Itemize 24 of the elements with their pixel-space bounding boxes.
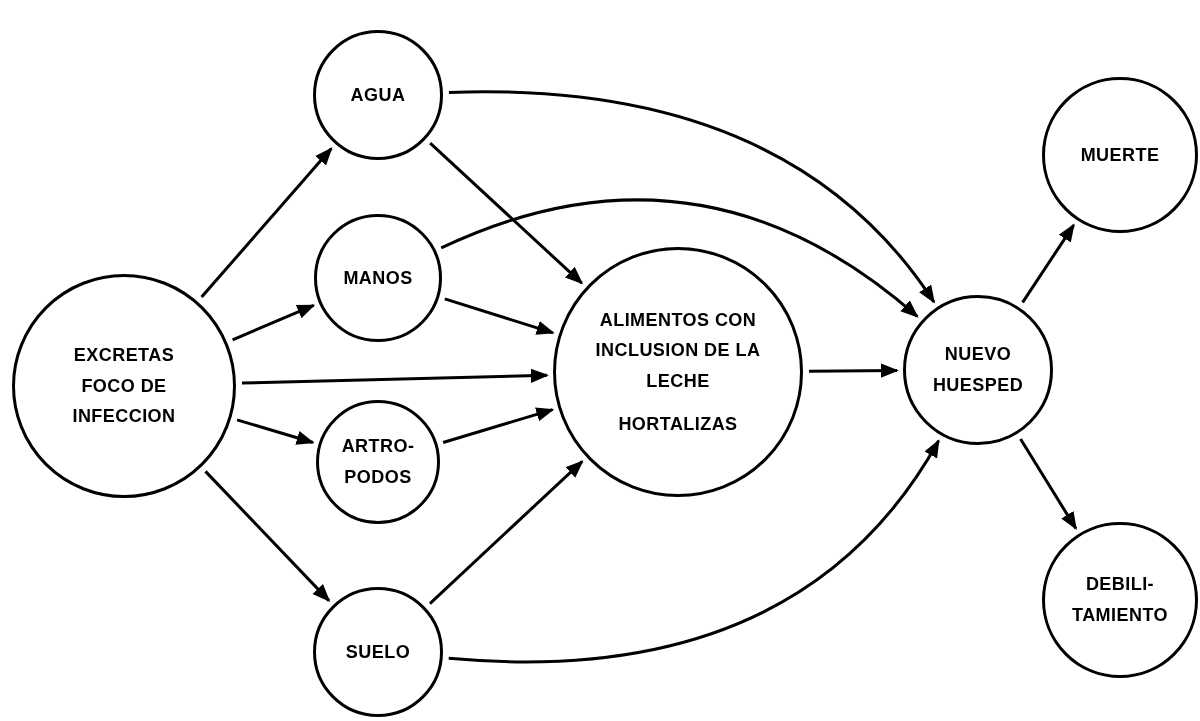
node-label: NUEVO HUESPED	[931, 343, 1025, 397]
node-label: EXCRETAS FOCO DE INFECCION	[71, 344, 177, 429]
arrow	[429, 142, 584, 285]
arrow	[236, 418, 315, 445]
arrow	[241, 368, 549, 385]
arrow	[448, 90, 936, 304]
arrow	[428, 460, 584, 605]
node-label: HORTALIZAS	[618, 412, 738, 436]
node-label: AGUA	[350, 83, 406, 107]
arrow	[809, 363, 899, 378]
node-label: ALIMENTOS CON INCLUSION DE LA LECHE	[594, 308, 762, 393]
arrow	[442, 407, 555, 444]
node-label: SUELO	[345, 640, 411, 664]
arrow	[1021, 223, 1075, 304]
arrow	[448, 439, 940, 664]
node-label: MUERTE	[1080, 143, 1160, 167]
arrow	[200, 147, 333, 299]
node-label: MANOS	[343, 266, 413, 290]
arrow	[444, 297, 555, 335]
arrow	[440, 198, 919, 318]
node-label: DEBILI- TAMIENTO	[1071, 573, 1169, 627]
arrow	[1019, 438, 1078, 531]
node-label: ARTRO- PODOS	[340, 435, 416, 489]
arrow	[204, 470, 331, 602]
